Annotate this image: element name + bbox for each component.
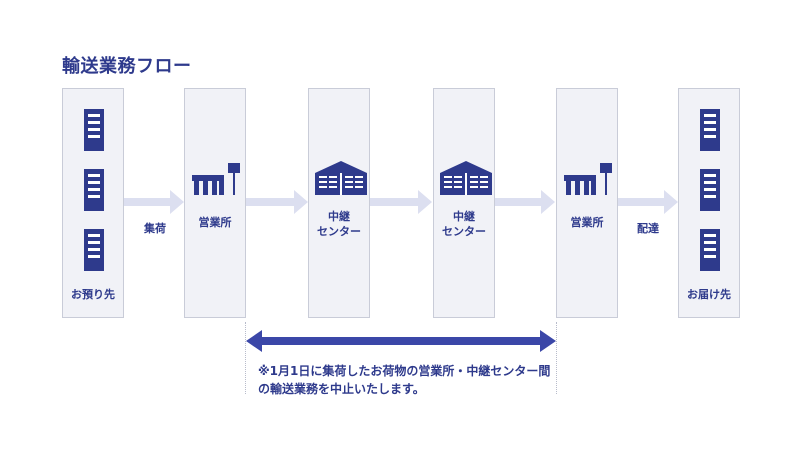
column-center-1: 中継 センター — [308, 88, 370, 318]
warehouse-icon — [315, 161, 367, 195]
column-label: お届け先 — [687, 288, 731, 301]
sales-office-icon — [192, 163, 240, 195]
column-branch-2: 営業所 — [556, 88, 618, 318]
column-destination: お届け先 — [678, 88, 740, 318]
column-label: 営業所 — [570, 216, 604, 229]
column-origin: お預り先 — [62, 88, 124, 318]
building-icon — [700, 109, 720, 271]
span-guide-left — [245, 322, 246, 394]
warehouse-icon — [440, 161, 492, 195]
sales-office-icon — [564, 163, 612, 195]
delivery-label: 配達 — [637, 222, 659, 235]
column-label: 中継 センター — [317, 210, 361, 238]
column-label: 営業所 — [198, 216, 232, 229]
column-label: お預り先 — [71, 288, 115, 301]
flow-arrow — [495, 190, 555, 214]
flow-arrow — [618, 190, 678, 214]
column-center-2: 中継 センター — [433, 88, 495, 318]
column-branch-1: 営業所 — [184, 88, 246, 318]
pickup-label: 集荷 — [144, 222, 166, 235]
span-double-arrow — [246, 330, 556, 352]
flow-arrow — [124, 190, 184, 214]
column-label: 中継 センター — [442, 210, 486, 238]
suspension-note: ※1月1日に集荷したお荷物の営業所・中継センター間 の輸送業務を中止いたします。 — [258, 364, 551, 396]
flow-arrow — [246, 190, 308, 214]
flow-arrow — [370, 190, 432, 214]
span-guide-right — [556, 322, 557, 394]
building-icon — [84, 109, 104, 271]
diagram-title: 輸送業務フロー — [62, 56, 192, 77]
